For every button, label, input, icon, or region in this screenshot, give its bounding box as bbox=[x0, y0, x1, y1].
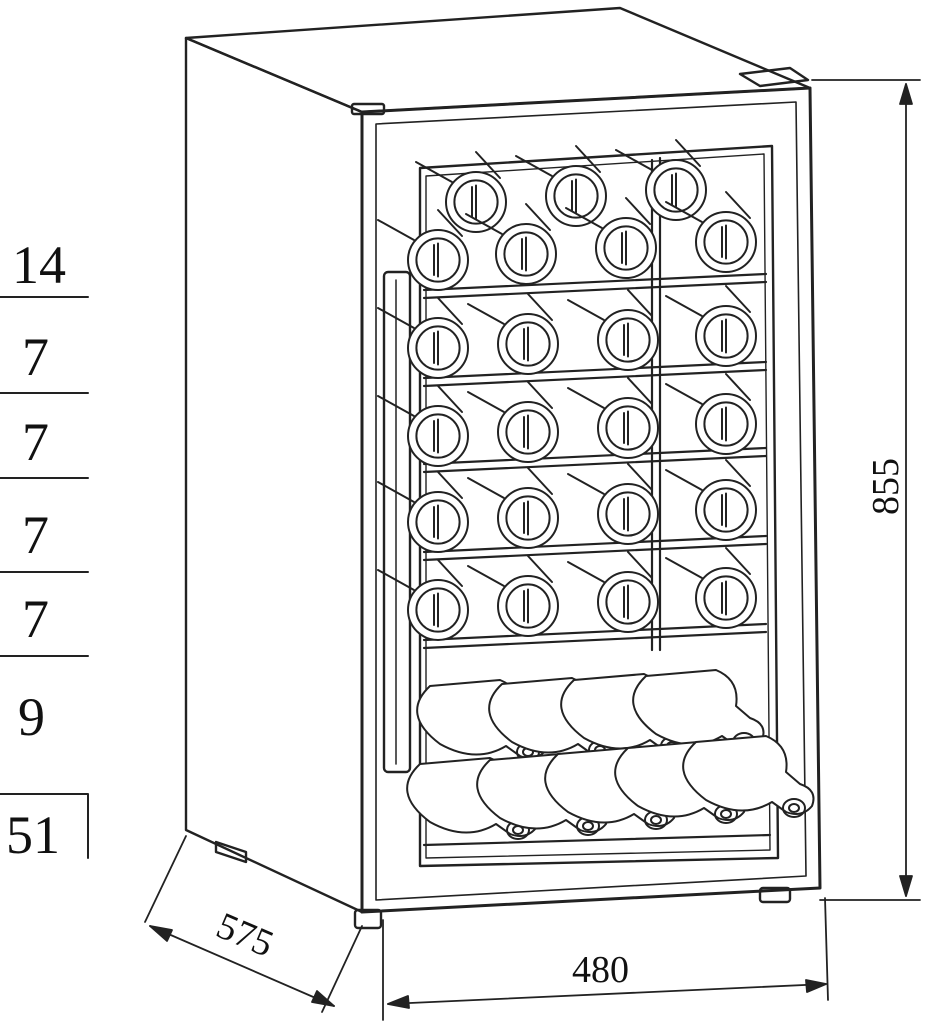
bottle-icon bbox=[665, 547, 757, 629]
bottle-icon bbox=[377, 471, 469, 553]
capacity-shelf-2: 7 bbox=[22, 327, 49, 387]
dimension-lines bbox=[144, 79, 921, 1021]
cabinet-side bbox=[184, 36, 364, 914]
foot-back bbox=[214, 840, 248, 864]
bottle-icon bbox=[665, 285, 757, 367]
shelf bbox=[422, 534, 768, 562]
bottle-icon bbox=[467, 381, 559, 463]
bottle-icon bbox=[567, 551, 659, 633]
capacity-shelf-4: 7 bbox=[22, 505, 49, 565]
foot-front-left bbox=[353, 908, 383, 930]
bottle-icon bbox=[665, 373, 757, 455]
bottle-icon bbox=[377, 209, 469, 291]
bottle-icon bbox=[467, 555, 559, 637]
bottle-icon bbox=[415, 151, 507, 233]
capacity-shelf-5: 7 bbox=[22, 589, 49, 649]
foot-front-right bbox=[758, 886, 792, 904]
bottle-icon bbox=[567, 463, 659, 545]
bottle-icon bbox=[615, 139, 707, 221]
bottle-icon bbox=[665, 459, 757, 541]
top-control bbox=[738, 66, 810, 88]
door-frame bbox=[360, 86, 822, 914]
door-handle bbox=[382, 270, 412, 774]
bottle-icon bbox=[567, 289, 659, 371]
bottle-icon bbox=[665, 191, 757, 273]
shelf bbox=[422, 360, 768, 388]
capacity-bottom: 9 bbox=[18, 687, 45, 747]
dimension-height: 855 bbox=[865, 458, 907, 515]
bottle-icon bbox=[515, 145, 607, 227]
bottle-icon bbox=[377, 385, 469, 467]
bottle-icon bbox=[377, 297, 469, 379]
bottle-icon bbox=[682, 735, 815, 818]
cabinet-body bbox=[184, 6, 822, 930]
bottle-icon bbox=[377, 559, 469, 641]
capacity-shelf-1: 14 bbox=[12, 235, 66, 295]
capacity-total: 51 bbox=[6, 805, 60, 865]
bottles-angled bbox=[406, 669, 815, 840]
bottle-icon bbox=[467, 293, 559, 375]
capacity-separators bbox=[0, 296, 89, 859]
top-hinge bbox=[350, 102, 386, 116]
shelf bbox=[422, 272, 768, 300]
cabinet-top bbox=[184, 6, 812, 114]
shelf bbox=[422, 622, 768, 650]
bottles-front bbox=[377, 139, 757, 641]
bottle-icon bbox=[567, 377, 659, 459]
bottle-icon bbox=[465, 203, 557, 285]
bottle-icon bbox=[565, 197, 657, 279]
bottle-icon bbox=[467, 467, 559, 549]
capacity-shelf-3: 7 bbox=[22, 412, 49, 472]
dimension-width: 480 bbox=[572, 949, 629, 991]
shelf bbox=[422, 446, 768, 474]
door-inner-frame bbox=[375, 101, 807, 901]
